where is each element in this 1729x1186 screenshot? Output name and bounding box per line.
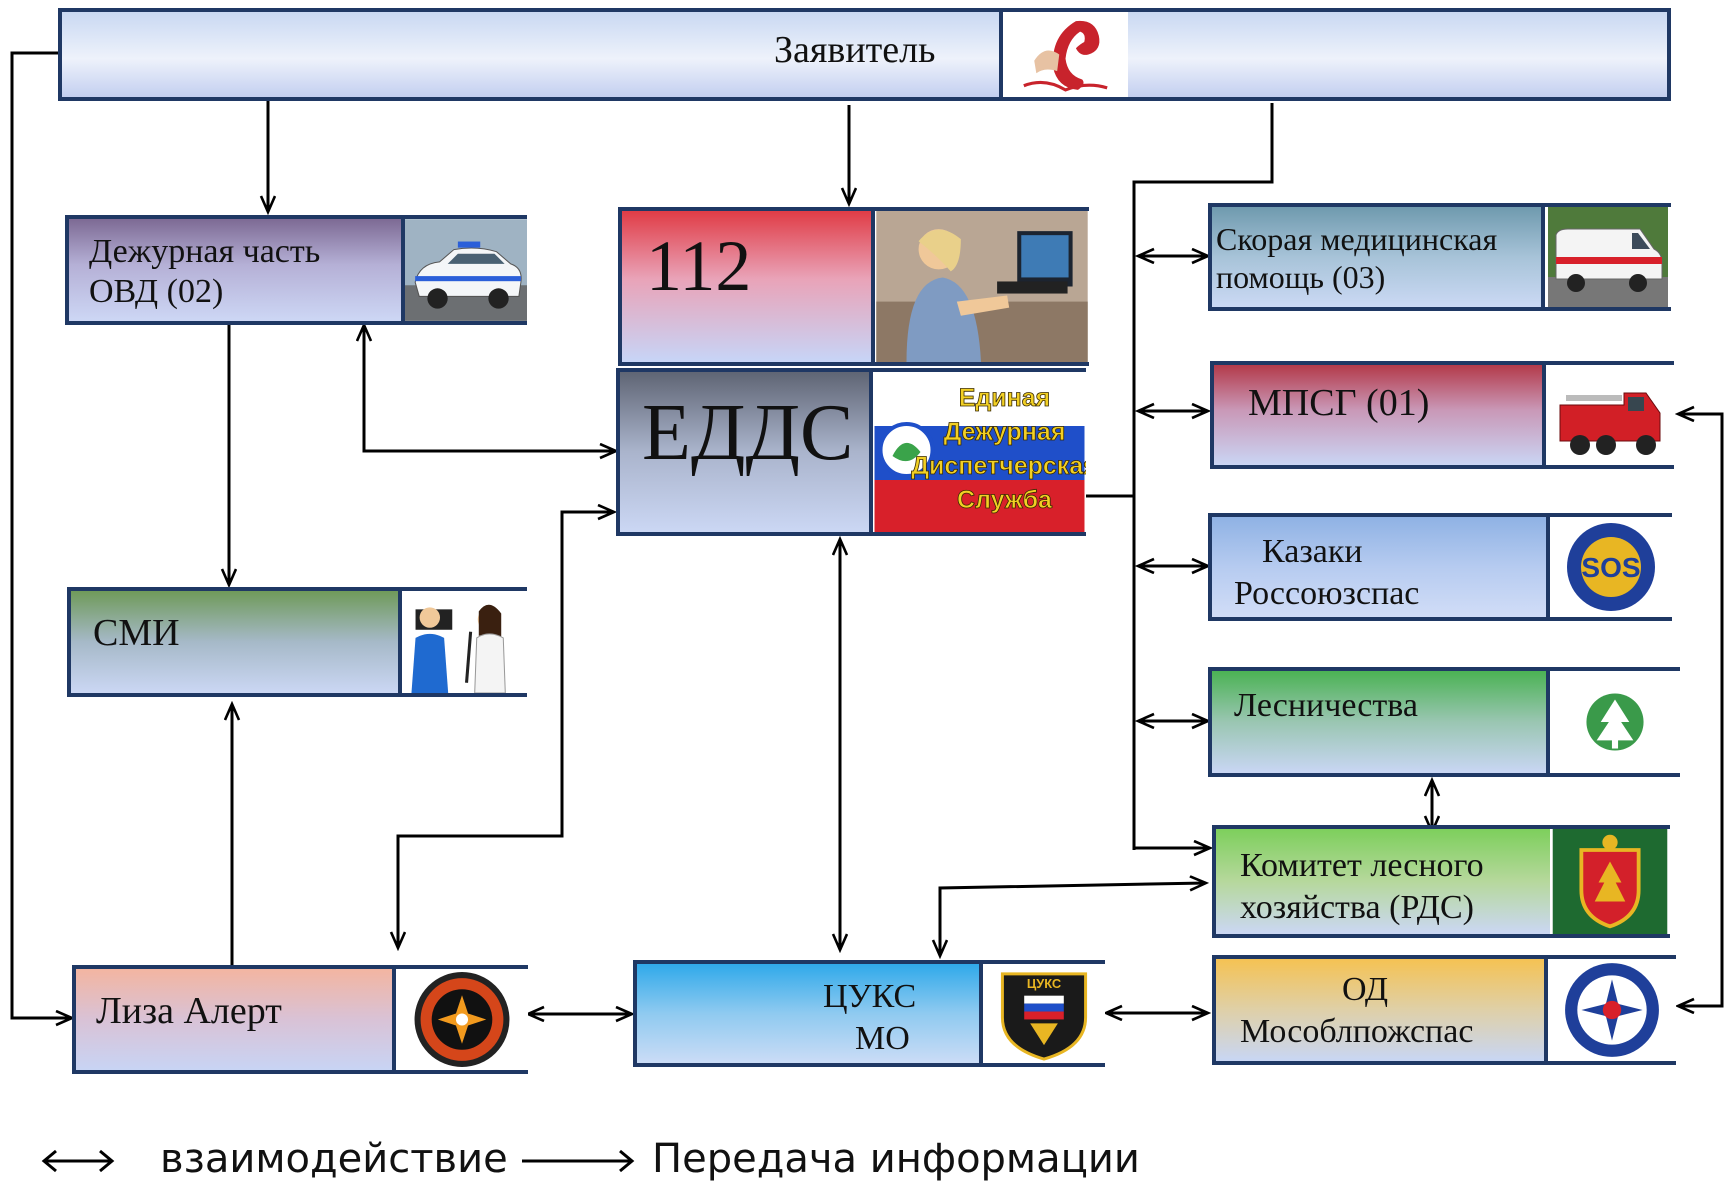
forest-committee-label-line2: хозяйства (РДС) <box>1240 889 1474 926</box>
forestry-label: Лесничества <box>1234 687 1418 724</box>
node-mpsg: МПСГ (01) <box>1210 361 1674 469</box>
police-label-line2: ОВД (02) <box>89 273 224 310</box>
police-label-line1: Дежурная часть <box>89 233 321 270</box>
node-forest-committee: Комитет лесного хозяйства (РДС) <box>1212 825 1670 938</box>
forest-tree-icon <box>1546 671 1680 773</box>
sos-emblem-icon: SOS <box>1546 517 1672 617</box>
od-label-line2: Мособлпожспас <box>1240 1013 1474 1050</box>
edds-logo-line1: Единая <box>959 384 1051 412</box>
node-liza-alert: Лиза Алерт <box>72 965 528 1074</box>
edds-flag-logo-icon: Единая Дежурная Диспетчерская Служба <box>869 372 1086 532</box>
tsuks-label-line1: ЦУКС <box>823 978 917 1015</box>
arrow-applicant-to-liza <box>10 51 72 1018</box>
legend-transfer-arrow <box>522 1149 635 1173</box>
telephone-receiver-icon <box>999 12 1128 97</box>
ambulance-label-line2: помощь (03) <box>1216 259 1386 295</box>
edds-logo-line3: Диспетчерская <box>911 452 1086 480</box>
node-od: ОД Мособлпожспас <box>1212 955 1676 1065</box>
media-label: СМИ <box>93 612 180 654</box>
node-applicant: Заявитель <box>58 8 1671 101</box>
edds-label: ЕДДС <box>642 389 854 477</box>
tsuks-label-line2: МО <box>855 1020 910 1057</box>
node-tsuks: ЦУКС МО ЦУКС <box>633 960 1105 1067</box>
arrow-liza-edds <box>398 512 614 948</box>
ambulance-icon <box>1541 207 1671 307</box>
cossacks-label-line2: Россоюзспас <box>1234 575 1420 612</box>
liza-alert-emblem-icon <box>392 969 528 1070</box>
edds-logo-line4: Служба <box>957 486 1053 514</box>
forest-committee-label-line1: Комитет лесного <box>1240 847 1484 884</box>
fire-truck-icon <box>1542 365 1674 465</box>
camera-reporter-icon <box>398 591 527 693</box>
tsuks-shield-icon: ЦУКС <box>979 964 1105 1063</box>
legend-interaction-arrow <box>41 1149 115 1173</box>
node-ambulance: Скорая медицинская помощь (03) <box>1208 203 1671 311</box>
cossacks-label-line1: Казаки <box>1262 533 1363 570</box>
svg-text:SOS: SOS <box>1581 552 1640 583</box>
ambulance-label-line1: Скорая медицинская <box>1216 221 1498 257</box>
mpsg-label: МПСГ (01) <box>1248 382 1430 424</box>
operator-icon <box>871 211 1089 362</box>
edds-logo-line2: Дежурная <box>944 418 1066 446</box>
node-cossacks: Казаки Россоюзспас SOS <box>1208 513 1672 621</box>
node-police: Дежурная часть ОВД (02) <box>65 215 527 325</box>
legend-interaction-label: взаимодействие <box>160 1136 508 1182</box>
node-forestry: Лесничества <box>1208 667 1680 777</box>
arrow-od-mpsg <box>1678 414 1724 1006</box>
mosoblpozhspas-emblem-icon <box>1544 959 1676 1061</box>
112-label: 112 <box>646 226 752 306</box>
moscow-region-emblem-icon <box>1550 829 1670 934</box>
node-media: СМИ <box>67 587 527 697</box>
arrow-police-edds <box>364 325 616 451</box>
arrow-committee-tsuks <box>940 883 1206 956</box>
police-car-icon <box>401 219 527 321</box>
tsuks-badge-text: ЦУКС <box>1027 976 1061 991</box>
node-112: 112 <box>618 207 1089 366</box>
legend-transfer-label: Передача информации <box>652 1136 1140 1182</box>
liza-label: Лиза Алерт <box>96 990 282 1032</box>
od-label-line1: ОД <box>1342 971 1389 1008</box>
node-edds: ЕДДС Единая Дежурная Диспетчерская Служб… <box>616 368 1086 536</box>
applicant-label: Заявитель <box>774 29 936 71</box>
